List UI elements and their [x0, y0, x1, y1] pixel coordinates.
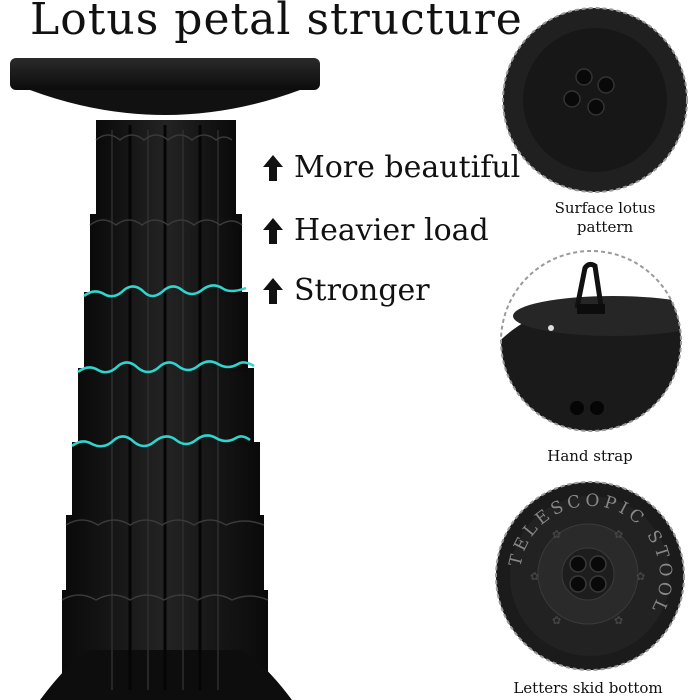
svg-text:✿: ✿: [552, 528, 561, 541]
seat-surface-closeup-image: [502, 7, 688, 193]
detail-letters-skid-bottom: ✿✿ ✿✿ ✿✿ TELESCOPIC STOOL: [490, 478, 690, 674]
feature-label: Stronger: [294, 273, 430, 308]
feature-more-beautiful: More beautiful: [262, 150, 520, 185]
detail-caption: Surface lotus pattern: [540, 199, 670, 237]
feature-heavier-load: Heavier load: [262, 213, 489, 248]
detail-surface-lotus-pattern: [500, 5, 690, 195]
up-arrow-icon: [263, 154, 283, 181]
hand-strap-closeup-image: [500, 250, 682, 432]
up-arrow-icon: [263, 277, 283, 304]
svg-text:✿: ✿: [530, 570, 539, 583]
feature-label: More beautiful: [294, 150, 521, 185]
caption-line: pattern: [576, 218, 634, 236]
caption-line: Letters skid bottom: [513, 679, 663, 697]
detail-caption: Letters skid bottom: [500, 679, 676, 698]
page-title: Lotus petal structure: [30, 0, 523, 45]
detail-hand-strap: [493, 248, 689, 434]
svg-text:✿: ✿: [636, 570, 645, 583]
caption-line: Surface lotus: [554, 199, 656, 217]
up-arrow-icon: [263, 217, 283, 244]
detail-caption: Hand strap: [530, 447, 650, 466]
skid-bottom-closeup-image: ✿✿ ✿✿ ✿✿ TELESCOPIC STOOL: [495, 481, 685, 671]
telescopic-stool-image: [10, 58, 320, 700]
svg-text:✿: ✿: [614, 614, 623, 627]
feature-label: Heavier load: [294, 213, 489, 248]
svg-text:✿: ✿: [552, 614, 561, 627]
feature-stronger: Stronger: [262, 273, 430, 308]
svg-text:✿: ✿: [614, 528, 623, 541]
caption-line: Hand strap: [547, 447, 633, 465]
